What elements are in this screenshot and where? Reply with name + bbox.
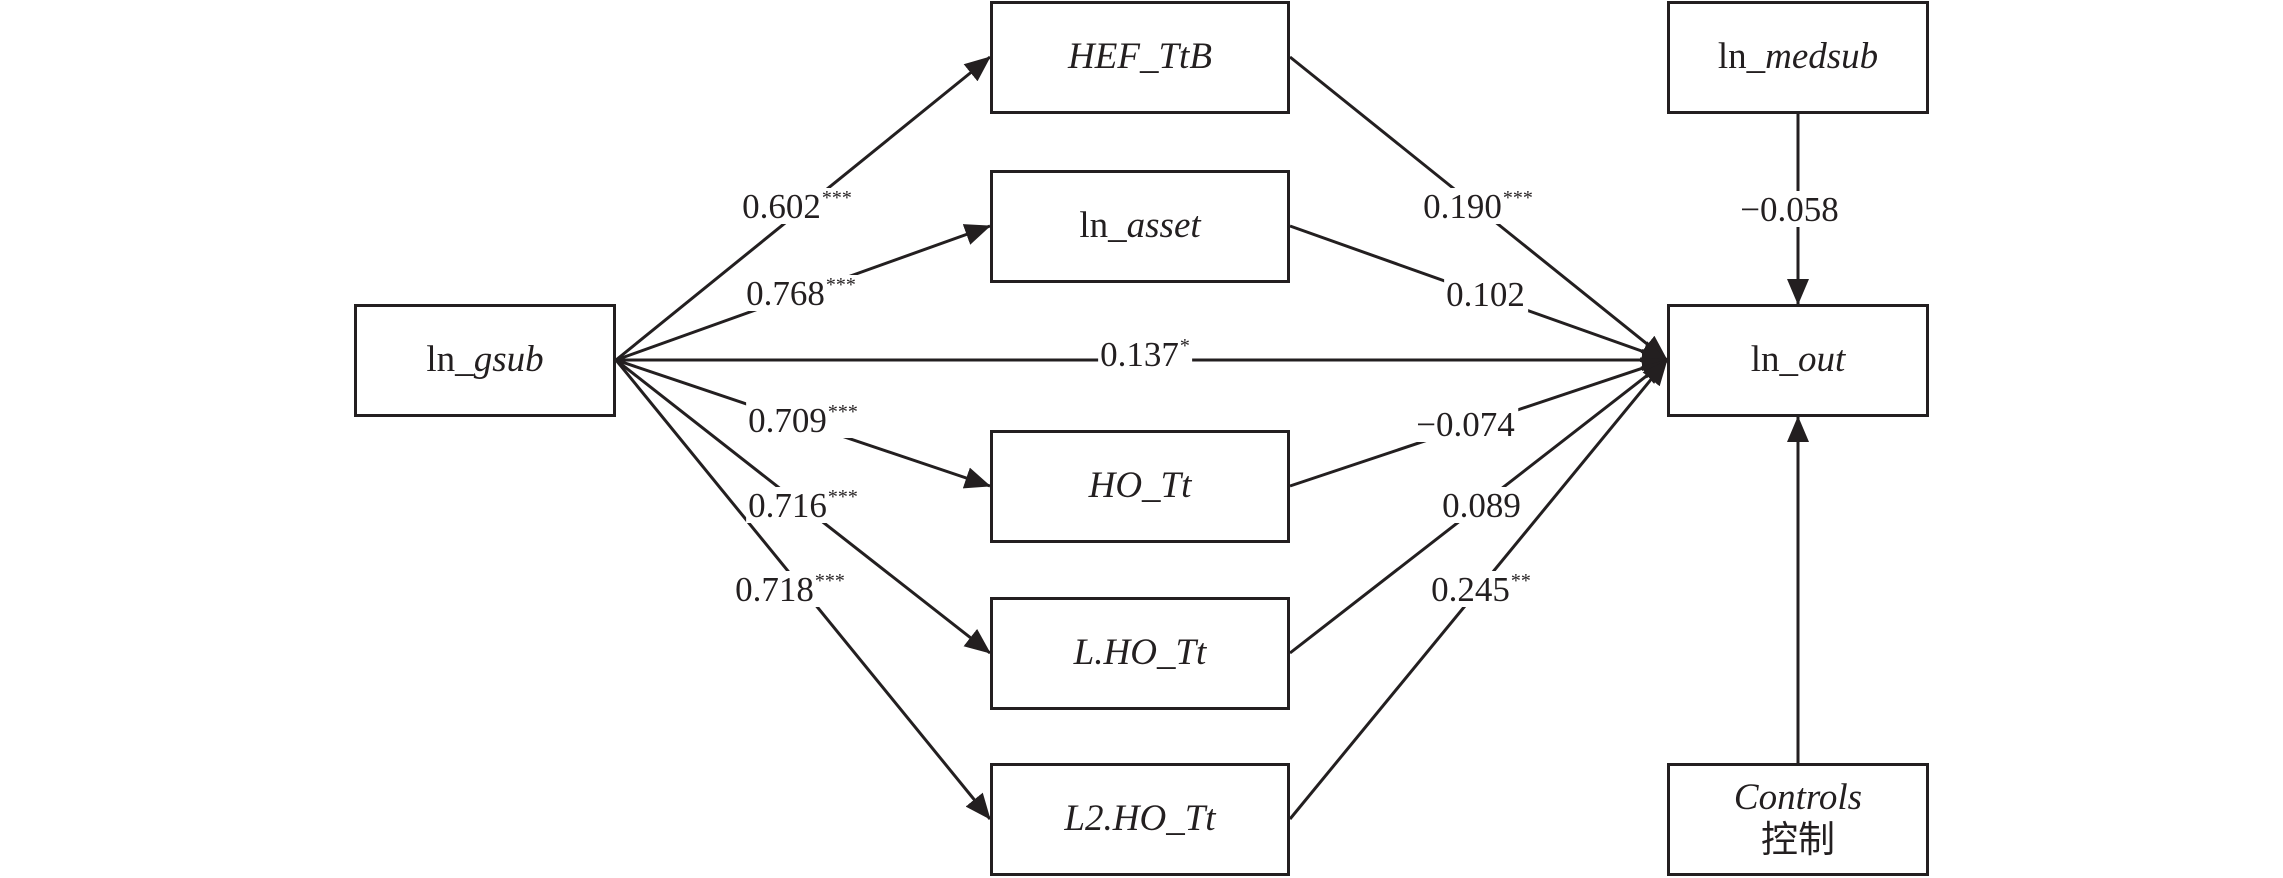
node-label: gsub [473,339,544,381]
node-prefix: ln_ [1079,205,1127,247]
coef-gsub-hef: 0.602*** [740,187,854,226]
coef-ho-out: −0.074 [1414,406,1518,442]
node-label: L.HO_Tt [1073,632,1207,674]
coef-gsub-ho: 0.709*** [746,401,860,440]
node-subtitle: 控制 [1761,819,1835,861]
coef-gsub-asset: 0.768*** [744,274,858,313]
node-label: L2.HO_Tt [1064,798,1216,840]
node-ln-medsub: ln_medsub [1667,1,1929,114]
node-ho-tt: HO_Tt [990,430,1290,543]
coef-medsub-out: −0.058 [1738,191,1842,227]
node-controls: Controls 控制 [1667,763,1929,876]
node-label: asset [1126,205,1201,247]
coef-l2ho-out: 0.245** [1429,570,1533,609]
node-label: Controls [1733,776,1863,818]
node-l-ho-tt: L.HO_Tt [990,597,1290,710]
coef-gsub-lho: 0.716*** [746,486,860,525]
node-ln-out: ln_out [1667,304,1929,417]
node-label: out [1798,339,1846,381]
node-label: HO_Tt [1088,465,1192,507]
coef-gsub-out: 0.137* [1098,335,1192,374]
coef-gsub-l2ho: 0.718*** [733,570,847,609]
coef-asset-out: 0.102 [1444,276,1528,312]
node-l2-ho-tt: L2.HO_Tt [990,763,1290,876]
coef-hef-out: 0.190*** [1421,187,1535,226]
node-label: medsub [1765,36,1879,78]
node-ln-gsub: ln_gsub [354,304,616,417]
node-prefix: ln_ [1750,339,1798,381]
node-ln-asset: ln_asset [990,170,1290,283]
node-prefix: ln_ [1717,36,1766,78]
node-prefix: ln_ [426,339,474,381]
node-label: HEF_TtB [1068,36,1212,78]
node-hef-ttb: HEF_TtB [990,1,1290,114]
coef-lho-out: 0.089 [1440,487,1524,523]
